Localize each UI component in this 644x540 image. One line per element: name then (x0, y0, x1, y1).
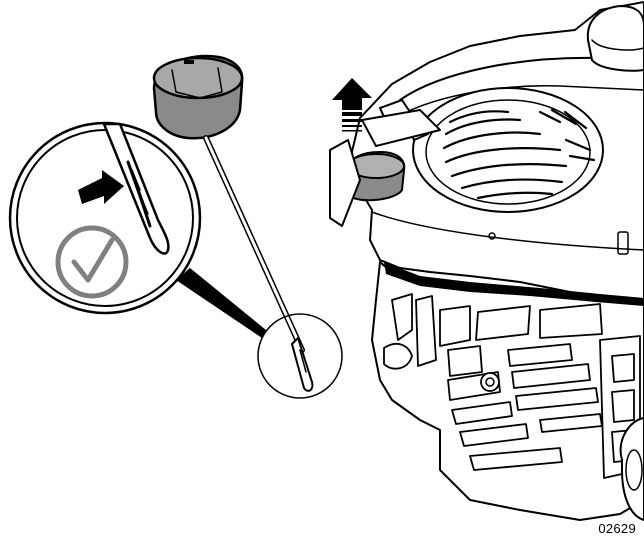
figure-id: 02629 (598, 521, 636, 536)
detail-magnifier (10, 123, 200, 313)
magnifier-pointer (176, 268, 266, 338)
engine (350, 2, 644, 520)
